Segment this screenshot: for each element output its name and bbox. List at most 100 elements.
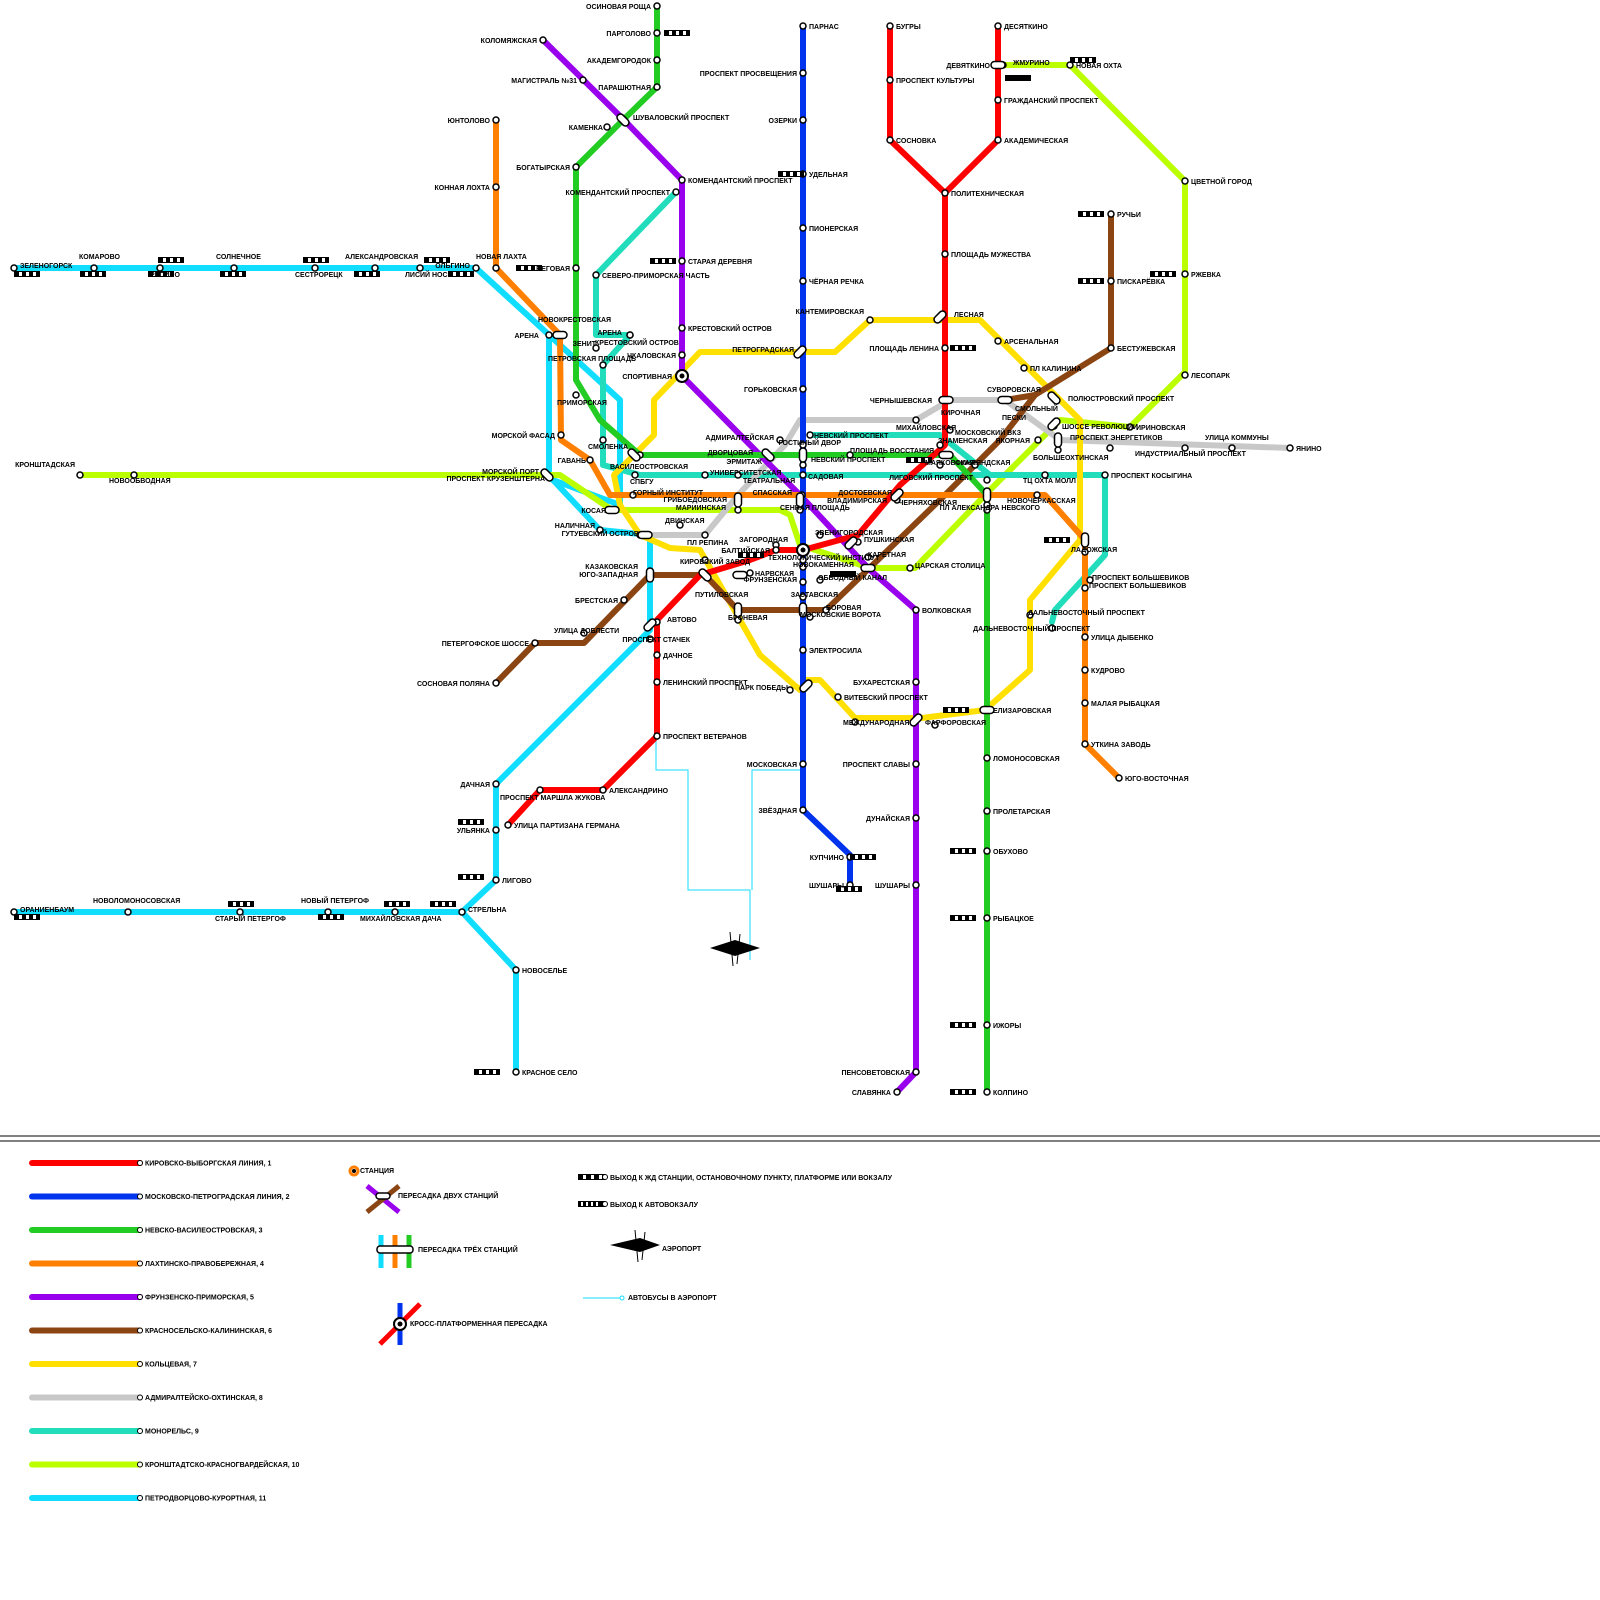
- station-pionerskaya[interactable]: [800, 225, 806, 231]
- station-mariinskaya[interactable]: [735, 507, 741, 513]
- station-morskoy-fasad[interactable]: [558, 432, 564, 438]
- transfer-connector[interactable]: [1055, 433, 1062, 447]
- station-brestskaya[interactable]: [621, 597, 627, 603]
- station-kolpino[interactable]: [984, 1089, 990, 1095]
- station-petergofskoe[interactable]: [532, 640, 538, 646]
- station-primorskaya[interactable]: [573, 392, 579, 398]
- station-arsenalnaya[interactable]: [995, 338, 1001, 344]
- station-repino[interactable]: [157, 265, 163, 271]
- station-rzhevka[interactable]: [1182, 271, 1188, 277]
- station-chkalovskaya[interactable]: [679, 352, 685, 358]
- station-osinovaya-roshcha[interactable]: [654, 3, 660, 9]
- station-leninsky[interactable]: [654, 679, 660, 685]
- station-pr-energetikov[interactable]: [1107, 445, 1113, 451]
- station-bukharestskaya[interactable]: [913, 679, 919, 685]
- station-komendantsky-3[interactable]: [673, 189, 679, 195]
- station-aleksandrino[interactable]: [600, 787, 606, 793]
- transfer-connector[interactable]: [998, 397, 1012, 404]
- station-sestroretsk[interactable]: [312, 265, 318, 271]
- station-kamenka[interactable]: [604, 124, 610, 130]
- station-pr-kosygina[interactable]: [1102, 472, 1108, 478]
- station-ligovo[interactable]: [493, 877, 499, 883]
- transfer-connector[interactable]: [980, 707, 994, 714]
- station-yanino[interactable]: [1287, 445, 1293, 451]
- station-pargolovo[interactable]: [654, 30, 660, 36]
- station-severo-primorskaya[interactable]: [593, 272, 599, 278]
- station-kantemirovskaya[interactable]: [867, 317, 873, 323]
- station-ruchyi[interactable]: [1108, 211, 1114, 217]
- station-pr-veteranov[interactable]: [654, 733, 660, 739]
- station-elektrosila[interactable]: [800, 647, 806, 653]
- station-malaya-rybatskaya[interactable]: [1082, 700, 1088, 706]
- station-novoselye[interactable]: [513, 967, 519, 973]
- transfer-connector[interactable]: [1082, 533, 1089, 547]
- station-nevsky-2[interactable]: [800, 462, 806, 468]
- station-piskarevka[interactable]: [1108, 278, 1114, 284]
- station-magistral[interactable]: [580, 77, 586, 83]
- transfer-connector[interactable]: [939, 397, 953, 404]
- station-proletarskaya[interactable]: [984, 808, 990, 814]
- station-pr-zhukova[interactable]: [537, 787, 543, 793]
- transfer-connector[interactable]: [800, 448, 807, 462]
- station-sadovaya[interactable]: [800, 472, 806, 478]
- station-dachnoe[interactable]: [654, 652, 660, 658]
- station-chernaya-rechka[interactable]: [800, 278, 806, 284]
- station-bolsheokhtinskaya[interactable]: [1055, 447, 1061, 453]
- station-zvezdnaya[interactable]: [800, 807, 806, 813]
- transfer-connector[interactable]: [638, 532, 652, 539]
- station-izhory[interactable]: [984, 1022, 990, 1028]
- station-begovaya[interactable]: [573, 265, 579, 271]
- station-shushary-5[interactable]: [913, 882, 919, 888]
- station-pr-slavy[interactable]: [913, 761, 919, 767]
- station-lisiy-nos[interactable]: [417, 265, 423, 271]
- station-lesopark[interactable]: [1182, 372, 1188, 378]
- station-sosnovka[interactable]: [887, 137, 893, 143]
- transfer-connector[interactable]: [991, 62, 1005, 69]
- station-gavan[interactable]: [587, 457, 593, 463]
- transfer-connector[interactable]: [735, 493, 742, 507]
- station-smolenka[interactable]: [600, 437, 606, 443]
- station-komendantsky-5[interactable]: [679, 177, 685, 183]
- station-ligovsky[interactable]: [984, 477, 990, 483]
- station-obukhovo[interactable]: [984, 848, 990, 854]
- station-bestuzhevskaya[interactable]: [1108, 345, 1114, 351]
- station-pensionerskaya[interactable]: [913, 1069, 919, 1075]
- station-krestovsky[interactable]: [679, 325, 685, 331]
- station-staraya-derevnya[interactable]: [679, 258, 685, 264]
- station-rybatskoe[interactable]: [984, 915, 990, 921]
- station-ozerki[interactable]: [800, 117, 806, 123]
- station-grazhdansky[interactable]: [995, 97, 1001, 103]
- station-frunzenskaya[interactable]: [800, 579, 806, 585]
- station-mikhailovskaya[interactable]: [913, 417, 919, 423]
- station-moskovskaya[interactable]: [800, 761, 806, 767]
- station-akademicheskaya[interactable]: [995, 137, 1001, 143]
- transfer-connector[interactable]: [605, 507, 619, 514]
- station-strelna[interactable]: [459, 909, 465, 915]
- station-stary-petergof[interactable]: [237, 909, 243, 915]
- station-tsvetnoy-gorod[interactable]: [1182, 178, 1188, 184]
- station-bogatyrskaya[interactable]: [573, 164, 579, 170]
- station-olgino[interactable]: [473, 265, 479, 271]
- station-parashyutnaya[interactable]: [654, 84, 660, 90]
- station-parnas[interactable]: [800, 23, 806, 29]
- station-ul-germana[interactable]: [505, 822, 511, 828]
- station-yuntolovo[interactable]: [493, 117, 499, 123]
- station-devyatkino-top[interactable]: [995, 23, 1001, 29]
- station-yugo-vostochnaya[interactable]: [1116, 775, 1122, 781]
- transfer-connector[interactable]: [1047, 391, 1062, 406]
- station-pl-muzhestva[interactable]: [942, 251, 948, 257]
- station-nevsky-3[interactable]: [807, 432, 813, 438]
- station-solnechnoe[interactable]: [231, 265, 237, 271]
- station-pr-prosvesheniya[interactable]: [800, 70, 806, 76]
- station-politekhnicheskaya[interactable]: [942, 190, 948, 196]
- station-baltiyskaya[interactable]: [773, 547, 779, 553]
- station-kronshtadtskaya[interactable]: [77, 472, 83, 478]
- station-vyborgskaya[interactable]: [942, 345, 948, 351]
- transfer-connector[interactable]: [909, 713, 924, 728]
- station-gorkovskaya[interactable]: [800, 386, 806, 392]
- station-spbgu[interactable]: [632, 472, 638, 478]
- station-pl-repina[interactable]: [702, 532, 708, 538]
- station-zelenogorsk[interactable]: [11, 265, 17, 271]
- station-ul-dybenko[interactable]: [1082, 634, 1088, 640]
- station-bugry[interactable]: [887, 23, 893, 29]
